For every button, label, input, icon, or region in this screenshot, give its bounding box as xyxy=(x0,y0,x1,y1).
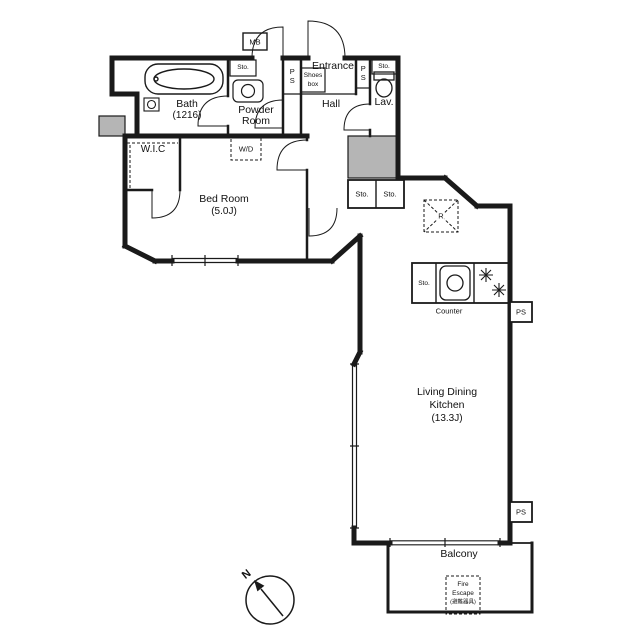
storage-box-powder xyxy=(229,59,257,77)
storage-label-closet-1: Sto. xyxy=(355,189,369,199)
bath-door-swing xyxy=(197,95,229,127)
compass-icon xyxy=(245,575,295,625)
washing-stool-icon xyxy=(143,97,160,112)
storage-label-kitchen: Sto. xyxy=(418,279,430,287)
powder-room-label-2: Room xyxy=(241,114,271,127)
storage-label-lav: Sto. xyxy=(378,62,390,70)
pipe-space-label-entry-left: PS xyxy=(287,67,297,85)
entrance-door-swing xyxy=(307,20,346,59)
ldk-label-2: Kitchen xyxy=(429,398,465,411)
washbasin-icon xyxy=(232,79,264,103)
meter-box-label: MB xyxy=(249,37,261,47)
north-arrow-icon xyxy=(254,580,265,592)
entrance-step xyxy=(283,87,370,95)
bedroom-door-swing xyxy=(276,139,308,171)
pipe-shaft xyxy=(347,135,399,179)
stove-burners-icon xyxy=(479,268,506,297)
fire-escape-hatch xyxy=(445,575,481,615)
ldk-size-label: (13.3J) xyxy=(431,413,463,424)
fridge-space-icon xyxy=(423,199,459,233)
shoes-box-label-1: Shoes xyxy=(303,71,323,79)
entrance-label: Entrance xyxy=(311,59,355,72)
wall-pillar xyxy=(98,115,126,137)
sink-icon xyxy=(439,265,471,301)
powder-door-swing xyxy=(254,99,284,129)
ldk-label-1: Living Dining xyxy=(416,385,478,398)
washer-dryer-label: W/D xyxy=(238,144,254,154)
storage-label-powder: Sto. xyxy=(237,63,249,71)
counter-label: Counter xyxy=(435,306,463,316)
toilet-icon xyxy=(373,71,395,98)
wic-shelf-lines xyxy=(127,142,178,188)
bath-size-label: (1216) xyxy=(172,110,202,121)
ldk-door-swing xyxy=(308,207,338,237)
pipe-space-boxes xyxy=(509,301,533,523)
lav-door-swing xyxy=(343,103,371,131)
storage-box-lav xyxy=(371,59,397,75)
wic-label: W.I.C xyxy=(140,144,166,155)
wic-door-swing xyxy=(151,189,181,219)
pipe-space-label-living: PS xyxy=(515,507,527,517)
fire-escape-label-3: (避難器具) xyxy=(450,599,476,606)
storage-label-closet-2: Sto. xyxy=(383,189,397,199)
bedroom-size-label: (5.0J) xyxy=(211,206,237,217)
balcony-label: Balcony xyxy=(440,547,478,560)
storage-closets xyxy=(347,179,405,209)
shoes-box-label-2: box xyxy=(307,80,319,88)
door-swing-arcs xyxy=(151,20,371,237)
hall-label: Hall xyxy=(321,97,341,110)
lav-label: Lav. xyxy=(374,95,394,108)
pipe-space-label-kitchen: PS xyxy=(515,307,527,317)
powder-room-label-1: Powder xyxy=(238,103,274,116)
pipe-space-label-entry-right: PS xyxy=(358,64,368,82)
washer-dryer-space xyxy=(230,137,262,161)
bathtub-icon xyxy=(144,63,224,95)
windows xyxy=(171,255,501,547)
meter-box xyxy=(242,32,268,51)
bath-label: Bath xyxy=(176,97,198,110)
kitchen-counter xyxy=(411,262,511,304)
balcony-walls xyxy=(386,541,534,614)
fridge-label: R xyxy=(437,211,445,221)
shoes-box xyxy=(300,67,326,93)
fire-escape-label-2: Escape xyxy=(452,589,474,597)
outer-walls xyxy=(109,55,513,546)
bedroom-label: Bed Room xyxy=(199,192,249,205)
fire-escape-label-1: Fire xyxy=(457,580,469,588)
